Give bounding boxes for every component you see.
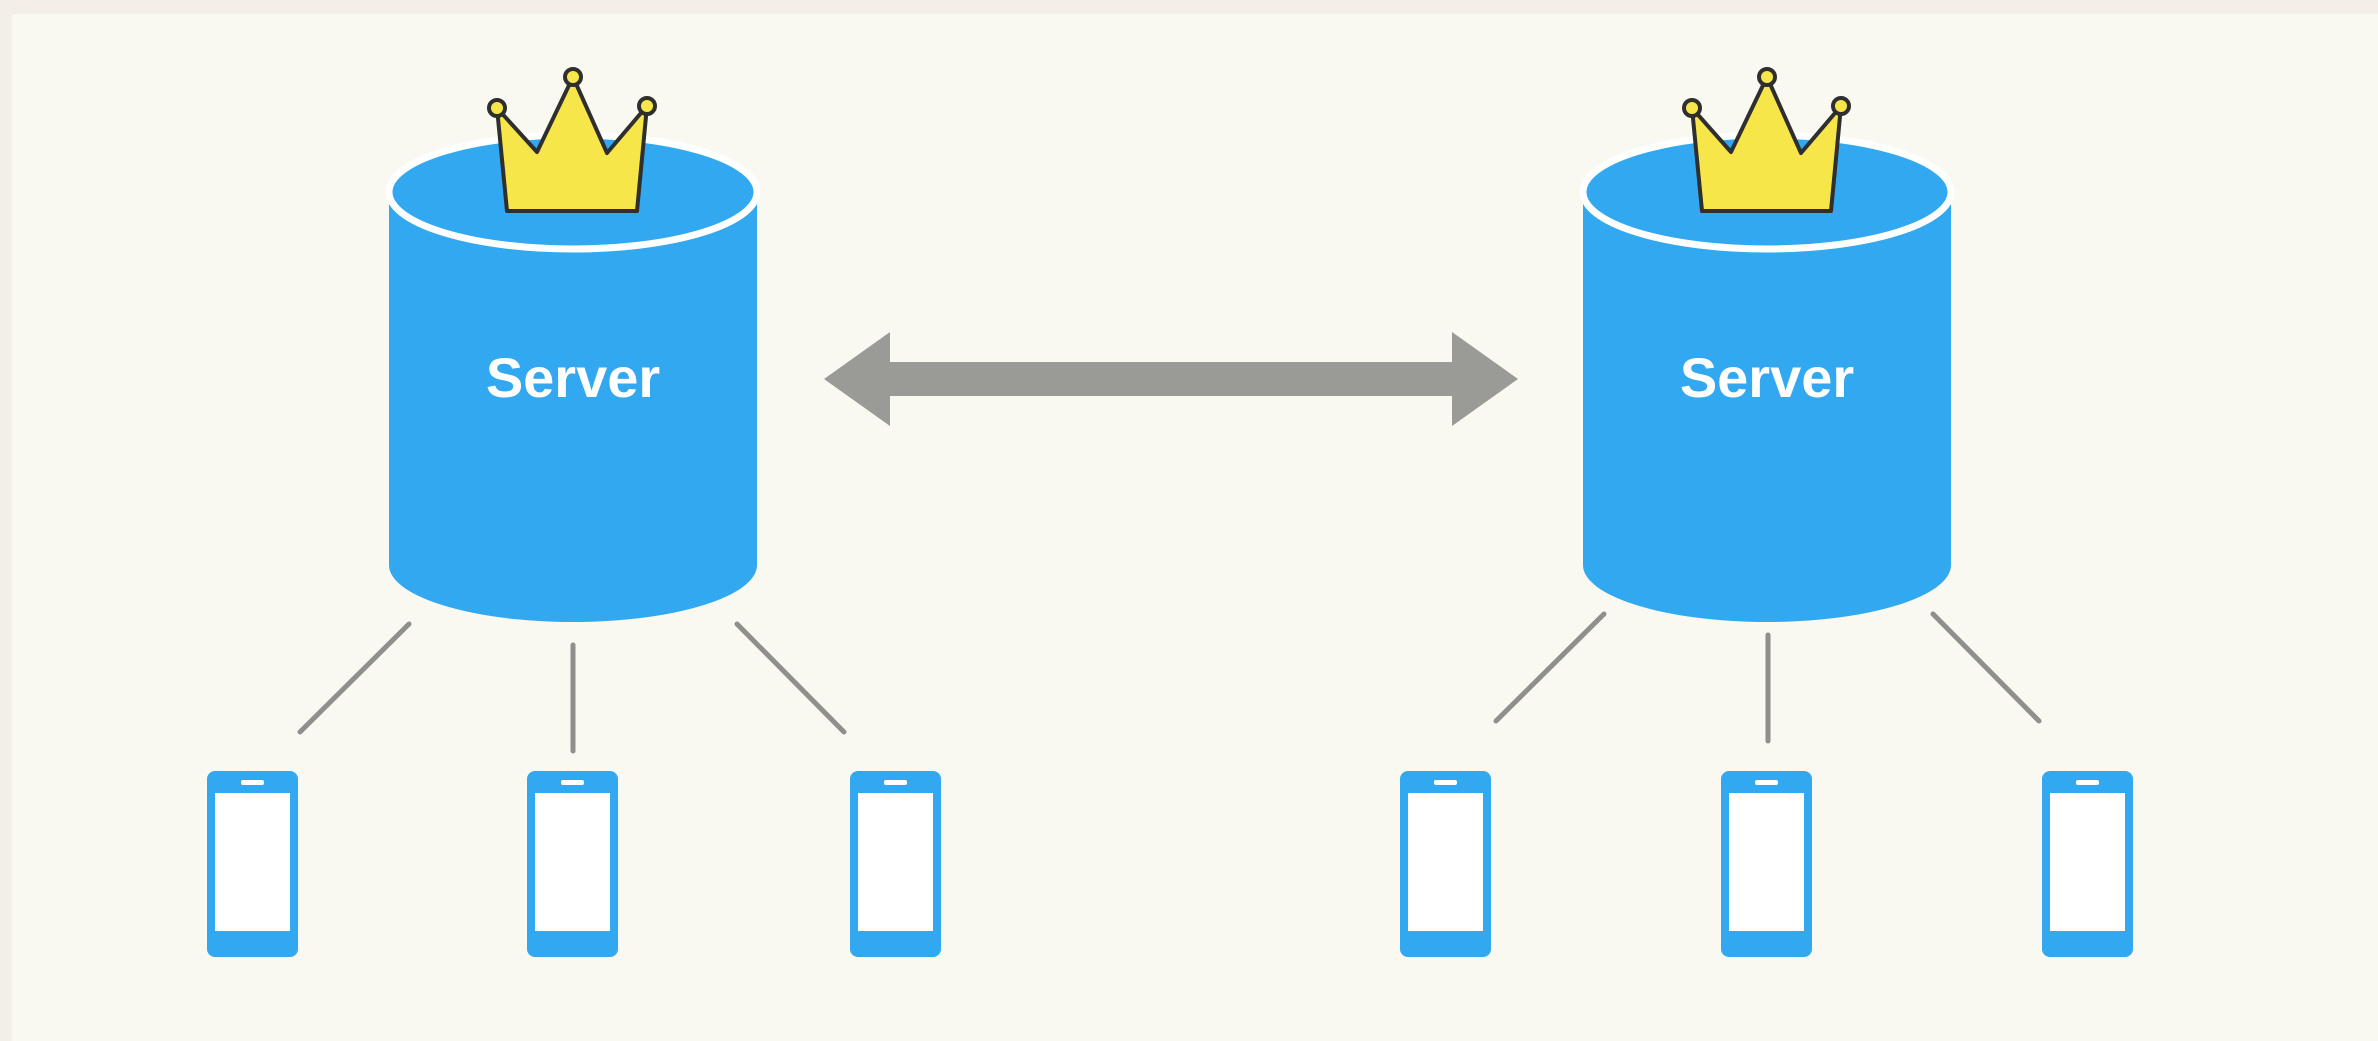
connection-line <box>1493 611 1607 724</box>
server-group-left: Server <box>207 67 941 957</box>
smartphone-icon <box>1721 771 1812 957</box>
smartphone-icon <box>527 771 618 957</box>
connection-line <box>297 621 412 735</box>
server-label: Server <box>486 346 660 409</box>
smartphone-icon <box>2042 771 2133 957</box>
database-server-left: Server <box>385 131 761 622</box>
crown-icon <box>1682 67 1851 213</box>
connection-line <box>1930 611 2042 724</box>
connection-lines-right <box>1493 611 2042 744</box>
smartphone-icon <box>1400 771 1491 957</box>
connection-lines-left <box>297 621 847 754</box>
server-group-right: Server <box>1400 67 2133 957</box>
crown-icon <box>487 67 657 213</box>
smartphone-icon <box>850 771 941 957</box>
server-label: Server <box>1680 346 1854 409</box>
smartphone-icon <box>207 771 298 957</box>
double-arrow-icon <box>824 332 1518 426</box>
connection-line <box>734 621 847 735</box>
database-server-right: Server <box>1579 131 1955 622</box>
